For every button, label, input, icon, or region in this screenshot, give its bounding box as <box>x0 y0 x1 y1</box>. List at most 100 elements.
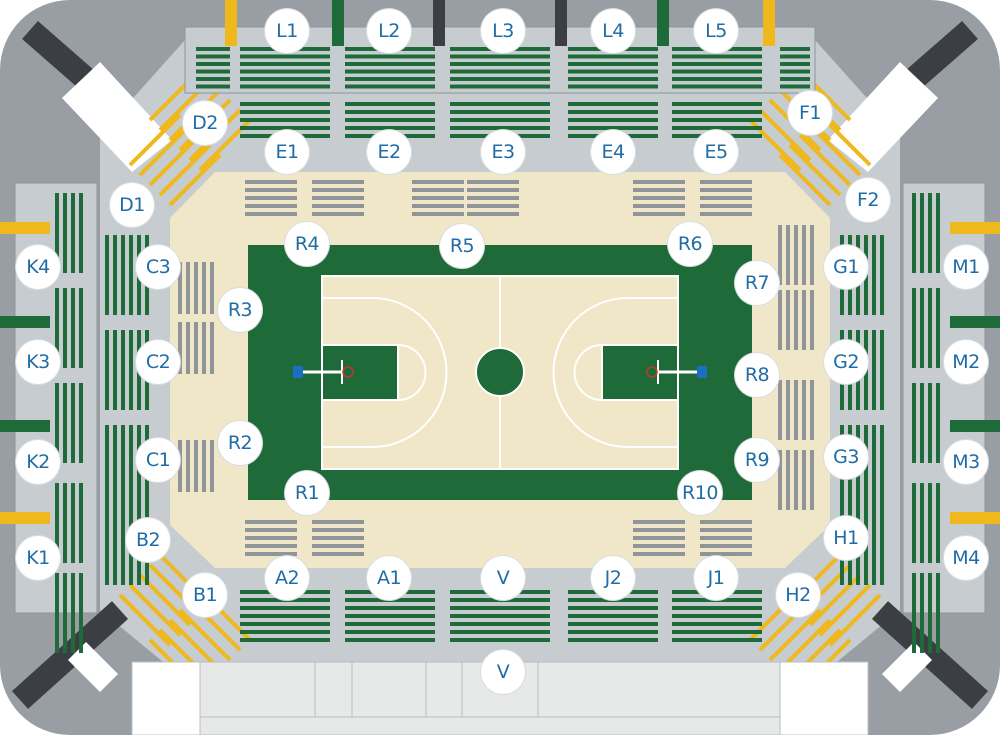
section-r7[interactable]: R7 <box>735 261 779 305</box>
seat-row <box>71 288 75 368</box>
seat-row <box>202 322 206 374</box>
section-r2[interactable]: R2 <box>218 421 262 465</box>
section-r1[interactable]: R1 <box>285 471 329 515</box>
seat-row <box>55 573 59 653</box>
section-a2[interactable]: A2 <box>265 556 309 600</box>
seat-row <box>568 69 658 74</box>
section-g3[interactable]: G3 <box>824 435 868 479</box>
section-c1[interactable]: C1 <box>136 438 180 482</box>
section-b2[interactable]: B2 <box>126 518 170 562</box>
seat-row <box>79 383 83 463</box>
seat-row <box>450 69 550 74</box>
seat-row <box>312 204 364 208</box>
seat-row <box>778 225 782 285</box>
section-r3[interactable]: R3 <box>218 288 262 332</box>
seat-row <box>71 483 75 563</box>
seat-row <box>672 118 762 122</box>
section-m2[interactable]: M2 <box>944 340 988 384</box>
section-m1[interactable]: M1 <box>944 245 988 289</box>
section-k3[interactable]: K3 <box>16 340 60 384</box>
seat-row <box>113 425 117 505</box>
section-j1[interactable]: J1 <box>694 556 738 600</box>
section-b1[interactable]: B1 <box>183 573 227 617</box>
seat-row <box>121 505 125 585</box>
section-v[interactable]: V <box>481 556 525 600</box>
seat-row <box>802 380 806 440</box>
seat-row <box>210 262 214 314</box>
seat-row <box>240 630 330 634</box>
section-e4[interactable]: E4 <box>591 130 635 174</box>
ft-arc-right <box>573 344 603 401</box>
section-c3[interactable]: C3 <box>136 245 180 289</box>
seat-row <box>450 622 550 626</box>
seat-row <box>196 54 230 59</box>
section-k1[interactable]: K1 <box>16 536 60 580</box>
section-c2[interactable]: C2 <box>136 340 180 384</box>
seat-row <box>245 188 297 192</box>
seat-row <box>245 552 297 556</box>
section-r6[interactable]: R6 <box>668 222 712 266</box>
section-a1[interactable]: A1 <box>367 556 411 600</box>
section-d1[interactable]: D1 <box>110 183 154 227</box>
seat-row <box>450 84 550 89</box>
section-h2[interactable]: H2 <box>776 573 820 617</box>
seat-row <box>55 383 59 463</box>
section-l5[interactable]: L5 <box>694 9 738 53</box>
seat-row <box>138 123 192 177</box>
section-m3[interactable]: M3 <box>944 440 988 484</box>
seat-row <box>129 235 133 315</box>
section-r4[interactable]: R4 <box>285 222 329 266</box>
seat-row <box>778 290 782 350</box>
section-l1[interactable]: L1 <box>265 9 309 53</box>
section-g1[interactable]: G1 <box>824 245 868 289</box>
seat-row <box>672 598 762 602</box>
seat-row <box>568 54 658 59</box>
seat-row <box>412 204 464 208</box>
section-r9[interactable]: R9 <box>735 438 779 482</box>
section-l3[interactable]: L3 <box>481 9 525 53</box>
section-e2[interactable]: E2 <box>367 130 411 174</box>
section-v-entrance[interactable]: V <box>481 650 525 694</box>
seat-row <box>872 505 876 585</box>
seat-row <box>113 235 117 315</box>
section-e3[interactable]: E3 <box>481 130 525 174</box>
section-h1[interactable]: H1 <box>824 516 868 560</box>
seat-row <box>202 440 206 492</box>
section-f2[interactable]: F2 <box>846 178 890 222</box>
seat-row <box>196 62 230 66</box>
seat-row <box>633 188 685 192</box>
seat-row <box>245 536 297 540</box>
section-r5[interactable]: R5 <box>440 224 484 268</box>
seat-row <box>345 598 435 602</box>
seat-row <box>920 573 924 653</box>
seat-row <box>245 180 297 184</box>
section-e5[interactable]: E5 <box>694 130 738 174</box>
seat-row <box>786 380 790 440</box>
entrance-building <box>131 661 869 735</box>
seat-row <box>780 54 810 59</box>
seat-row <box>178 440 182 492</box>
section-m4[interactable]: M4 <box>944 536 988 580</box>
section-f1[interactable]: F1 <box>788 91 832 135</box>
section-j2[interactable]: J2 <box>591 556 635 600</box>
section-r10[interactable]: R10 <box>678 471 722 515</box>
seat-row <box>700 520 752 524</box>
seat-row <box>936 288 940 368</box>
section-k2[interactable]: K2 <box>16 440 60 484</box>
seat-row <box>633 204 685 208</box>
section-l4[interactable]: L4 <box>591 9 635 53</box>
seat-row <box>194 322 198 374</box>
seat-row <box>210 440 214 492</box>
section-k4[interactable]: K4 <box>16 245 60 289</box>
section-g2[interactable]: G2 <box>824 340 868 384</box>
section-l2[interactable]: L2 <box>367 9 411 53</box>
seat-row <box>672 110 762 114</box>
seat-row <box>672 102 762 106</box>
seat-row <box>196 69 230 74</box>
section-r8[interactable]: R8 <box>735 353 779 397</box>
seat-row <box>202 262 206 314</box>
section-e1[interactable]: E1 <box>265 130 309 174</box>
section-d2[interactable]: D2 <box>183 101 227 145</box>
seat-row <box>79 573 83 653</box>
seat-row <box>240 102 330 106</box>
